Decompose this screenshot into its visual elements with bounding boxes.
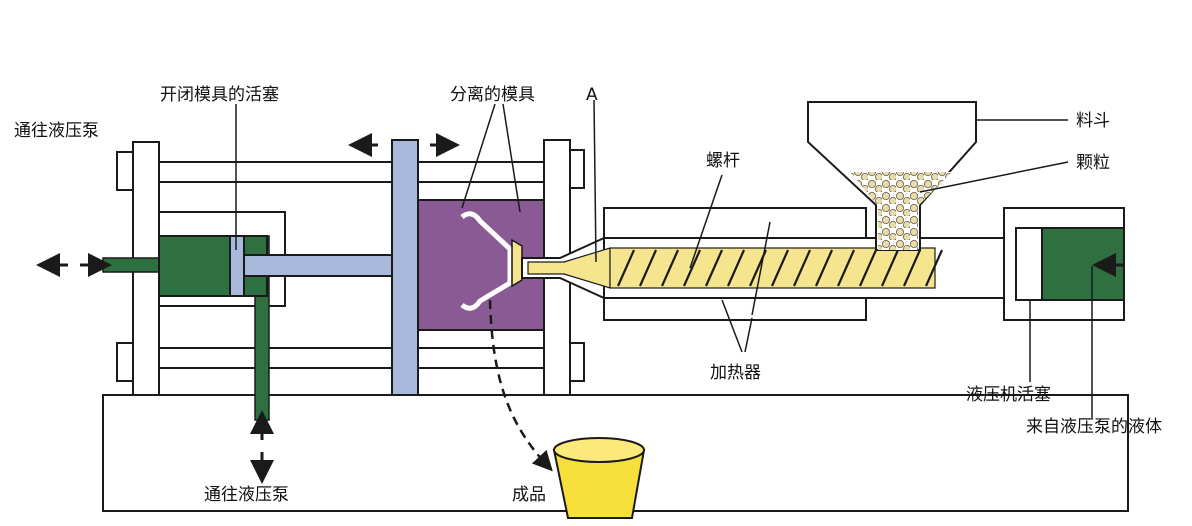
screw-flight: [902, 249, 922, 287]
label-separate-mold: 分离的模具: [450, 85, 535, 105]
screw-flight: [814, 249, 834, 287]
label-point-a: A: [586, 85, 598, 105]
screw-flight: [836, 249, 856, 287]
screw-flight: [660, 249, 680, 287]
label-heater: 加热器: [710, 363, 761, 383]
clamp-cylinder: [158, 235, 393, 297]
label-granules: 颗粒: [1076, 153, 1110, 173]
label-to-pump-bottom: 通往液压泵: [204, 485, 289, 505]
screw-flight: [726, 249, 746, 287]
motion-arrows: [36, 133, 1124, 484]
label-to-pump-left: 通往液压泵: [14, 121, 99, 141]
label-product: 成品: [512, 485, 546, 505]
label-hydraulic-piston: 液压机活塞: [966, 385, 1051, 405]
ejection-path: [488, 299, 553, 472]
screw-flight: [770, 249, 790, 287]
screw-flight: [616, 249, 636, 287]
screw-flight: [704, 249, 724, 287]
screw-flight: [880, 249, 900, 287]
leader-lines: [235, 99, 1093, 418]
product-cup: [552, 437, 646, 519]
screw-flight: [858, 249, 878, 287]
screw-flight: [792, 249, 812, 287]
screw-flight: [682, 249, 702, 287]
injection-piston: [1015, 227, 1125, 301]
moving-platen: [391, 139, 419, 396]
label-hopper: 料斗: [1076, 111, 1110, 131]
label-clamp-piston: 开闭模具的活塞: [160, 85, 279, 105]
screw-flight: [638, 249, 658, 287]
hopper: [807, 101, 977, 251]
label-screw: 螺杆: [706, 151, 740, 171]
screw-flight: [924, 249, 944, 287]
label-fluid-from-pump: 来自液压泵的液体: [1026, 417, 1162, 437]
labels: 通往液压泵 开闭模具的活塞 分离的模具 A 料斗 颗粒 螺杆 加热器 液压机活塞…: [14, 85, 1162, 505]
